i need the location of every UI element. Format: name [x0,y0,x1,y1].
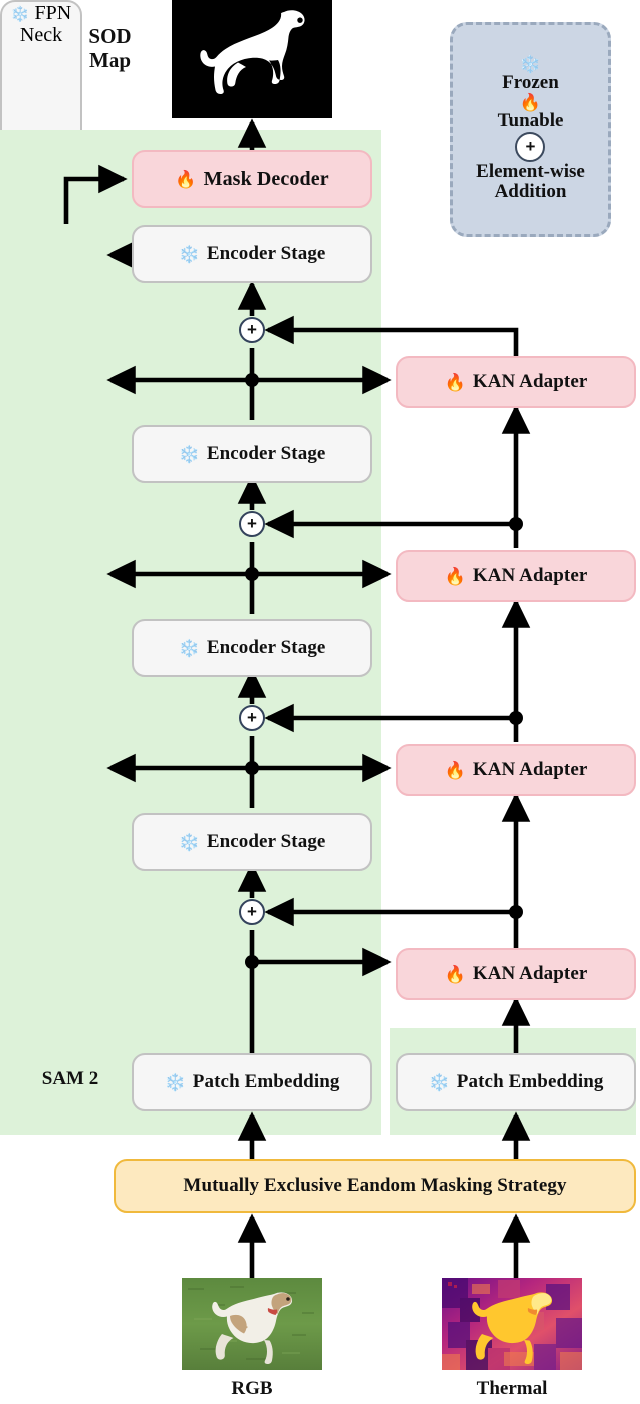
thermal-input-image [442,1278,582,1370]
encoder-stage-label: Encoder Stage [206,831,326,852]
snowflake-icon: ❄️ [164,1072,186,1092]
addition-node-1: + [239,899,265,925]
snowflake-icon: ❄️ [428,1072,450,1092]
addition-node-4: + [239,317,265,343]
snowflake-icon: ❄️ [178,244,200,264]
thermal-input-label: Thermal [476,1378,548,1399]
encoder-stage-label: Encoder Stage [206,243,326,264]
mask-decoder-label: Mask Decoder [203,167,329,190]
masking-strategy-block[interactable]: Mutually Exclusive Eandom Masking Strate… [114,1159,636,1213]
snowflake-icon: ❄️ [519,55,542,75]
plus-circle-icon: + [515,131,546,162]
snowflake-icon: ❄️ [178,638,200,658]
snowflake-icon: ❄️ [178,444,200,464]
encoder-stage-2[interactable]: ❄️ Encoder Stage [132,619,372,677]
sod-map-label: SOD Map [62,24,158,73]
rgb-input-label: RGB [231,1378,273,1399]
addition-node-2: + [239,705,265,731]
kan-adapter-label: KAN Adapter [472,371,588,392]
flame-icon: 🔥 [444,372,466,392]
patch-embedding-thermal[interactable]: ❄️ Patch Embedding [396,1053,636,1111]
sod-map-image [172,0,332,118]
fpn-neck-label-line2: Neck [19,24,63,47]
kan-adapter-label: KAN Adapter [472,963,588,984]
sam2-framework-label: SAM 2 [41,1068,99,1089]
legend-addition-row: + Element-wise Addition [476,131,585,203]
sod-map-label-line2: Map [89,47,131,72]
flame-icon: 🔥 [175,169,197,189]
kan-adapter-label: KAN Adapter [472,565,588,586]
masking-strategy-label: Mutually Exclusive Eandom Masking Strate… [183,1175,567,1196]
kan-adapter-2[interactable]: 🔥 KAN Adapter [396,744,636,796]
legend-tunable-row: 🔥 Tunable [498,94,564,132]
flame-icon: 🔥 [519,92,542,112]
fpn-neck-label-line1: FPN [34,2,72,24]
flame-icon: 🔥 [444,566,466,586]
rgb-dog-on-grass-photo-icon [182,1278,322,1370]
junction-dots [245,373,523,969]
snowflake-icon: ❄️ [10,7,30,23]
flame-icon: 🔥 [444,760,466,780]
legend-frozen-label: Frozen [502,72,559,94]
kan-adapter-3[interactable]: 🔥 KAN Adapter [396,550,636,602]
snowflake-icon: ❄️ [178,832,200,852]
encoder-stage-label: Encoder Stage [206,443,326,464]
encoder-stage-4[interactable]: ❄️ Encoder Stage [132,225,372,283]
addition-node-3: + [239,511,265,537]
kan-adapter-4[interactable]: 🔥 KAN Adapter [396,356,636,408]
patch-embedding-rgb[interactable]: ❄️ Patch Embedding [132,1053,372,1111]
legend-tunable-label: Tunable [497,109,564,131]
mask-decoder-block[interactable]: 🔥 Mask Decoder [132,150,372,208]
patch-embedding-label: Patch Embedding [456,1071,604,1092]
legend-addition-label-line2: Addition [494,181,567,203]
sod-map-dog-silhouette-icon [172,0,332,118]
encoder-stage-1[interactable]: ❄️ Encoder Stage [132,813,372,871]
rgb-input-image [182,1278,322,1370]
legend-frozen-row: ❄️ Frozen [502,56,559,94]
flame-icon: 🔥 [444,964,466,984]
kan-adapter-label: KAN Adapter [472,759,588,780]
kan-adapter-1[interactable]: 🔥 KAN Adapter [396,948,636,1000]
thermal-dog-infrared-photo-icon [442,1278,582,1370]
patch-embedding-label: Patch Embedding [192,1071,340,1092]
legend-panel: ❄️ Frozen 🔥 Tunable + Element-wise Addit… [450,22,611,237]
sod-map-label-line1: SOD [88,24,132,48]
encoder-stage-label: Encoder Stage [206,637,326,658]
encoder-stage-3[interactable]: ❄️ Encoder Stage [132,425,372,483]
legend-addition-label-line1: Element-wise [476,160,585,182]
